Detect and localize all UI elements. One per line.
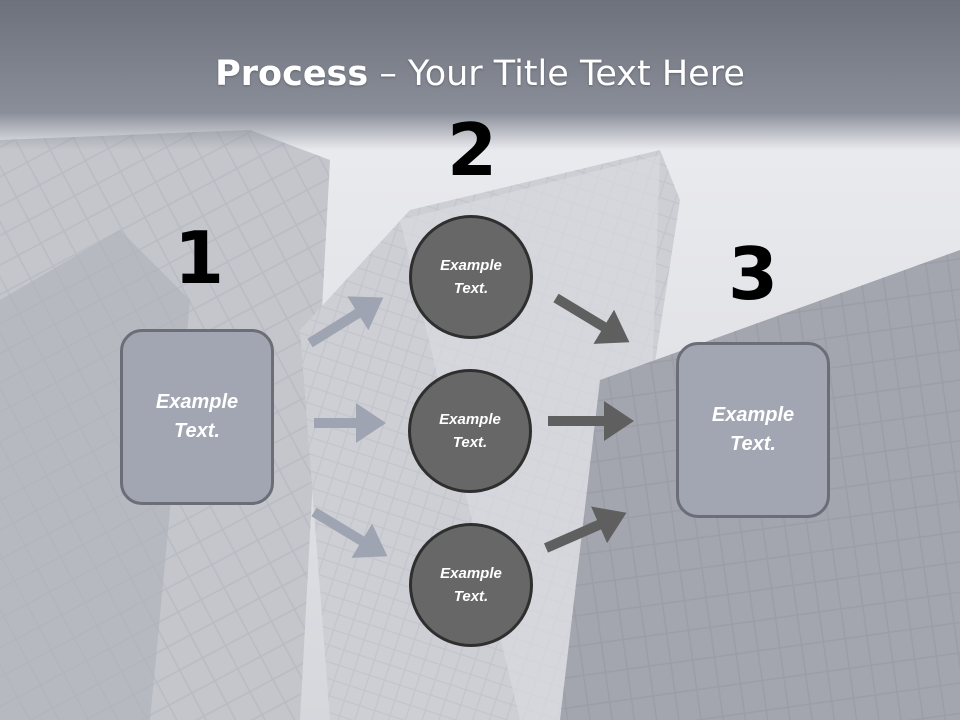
- step-2-circle-middle: Example Text.: [408, 369, 532, 493]
- step-2-circle-bottom: Example Text.: [409, 523, 533, 647]
- step-1-box: Example Text.: [120, 329, 274, 505]
- circle-bottom-label: Example Text.: [440, 565, 502, 605]
- step-1-label: Example Text.: [155, 391, 239, 442]
- step-number-3: 3: [727, 232, 779, 316]
- title-rest: – Your Title Text Here: [368, 54, 745, 94]
- step-3-label: Example Text.: [711, 404, 795, 455]
- circle-middle-label: Example Text.: [439, 411, 501, 451]
- step-2-circle-top: Example Text.: [409, 215, 533, 339]
- step-3-box: Example Text.: [676, 342, 830, 518]
- title-bold: Process: [215, 54, 369, 94]
- circle-top-label: Example Text.: [440, 257, 502, 297]
- step-number-2: 2: [446, 108, 498, 192]
- step-number-1: 1: [173, 216, 225, 300]
- slide-title: Process – Your Title Text Here: [0, 52, 960, 96]
